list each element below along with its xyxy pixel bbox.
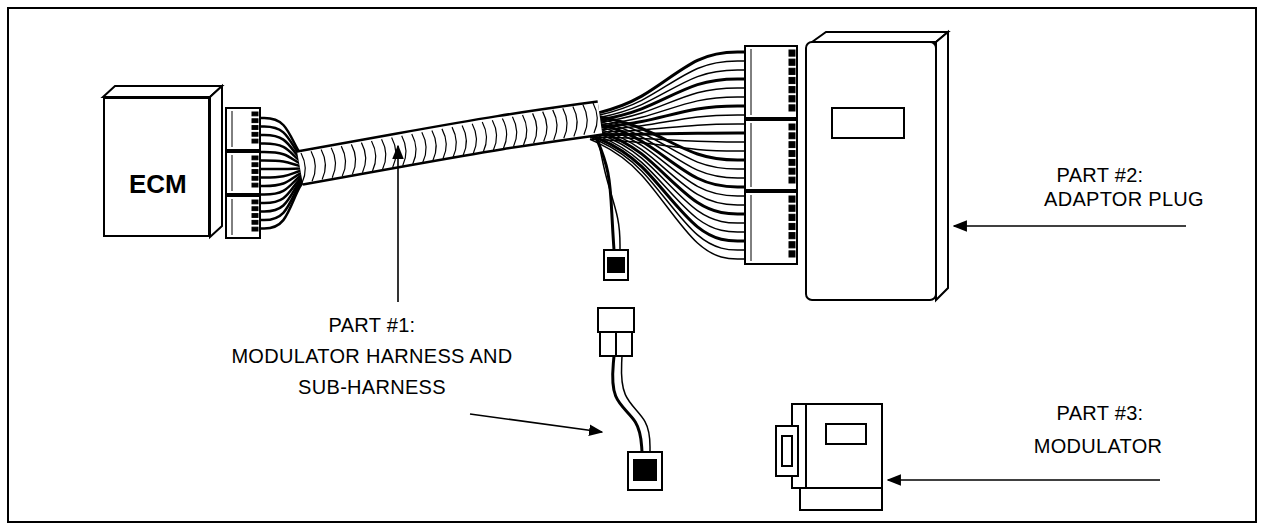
ecm-box: ECM [103, 97, 210, 237]
frame [8, 8, 1256, 522]
part-name: MODULATOR [988, 431, 1208, 462]
part-name: MODULATOR HARNESS AND SUB-HARNESS [227, 341, 517, 403]
sub-harness [598, 308, 662, 490]
part-number: PART #3: [1000, 398, 1200, 429]
part-number: PART #1: [272, 310, 472, 341]
modulator [776, 404, 882, 510]
part-name: ADAPTOR PLUG [1004, 184, 1244, 215]
modulator-harness [226, 46, 797, 280]
node-text: ECM [129, 169, 202, 200]
part-number: PART #2: [1000, 160, 1200, 191]
ecm-depth [103, 86, 222, 237]
adaptor-plug [806, 32, 948, 300]
